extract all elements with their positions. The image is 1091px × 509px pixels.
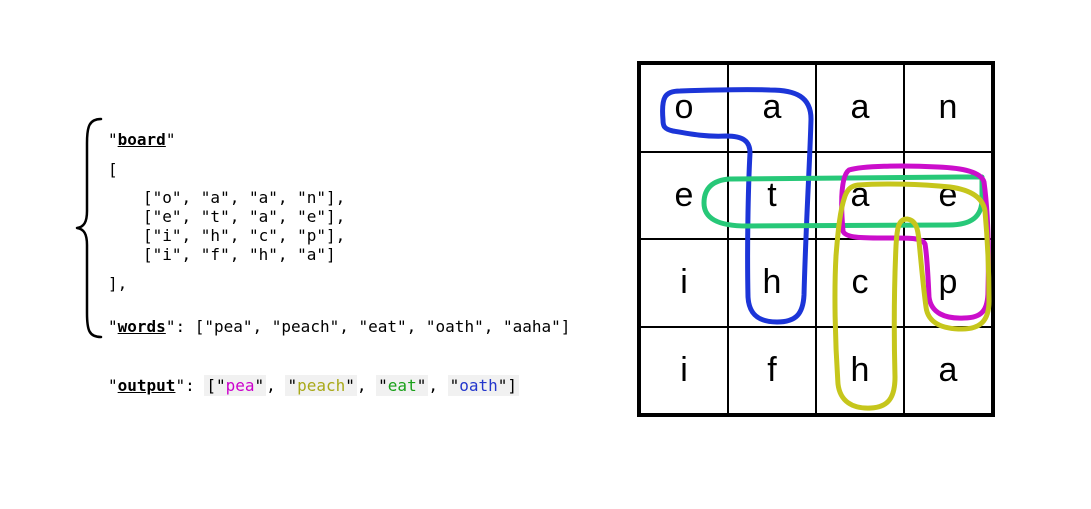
separator: , xyxy=(266,376,286,395)
quote: " xyxy=(287,376,298,395)
quote: " xyxy=(449,376,460,395)
letter-board: o a a n e t a e i h c p i f h a xyxy=(637,61,995,417)
cell-r3c2: h xyxy=(816,326,904,414)
cell-r2c0: i xyxy=(640,239,728,327)
cell-r3c0: i xyxy=(640,326,728,414)
quote: " xyxy=(165,130,176,149)
output-token-eat: "eat" xyxy=(376,375,429,396)
quote: " xyxy=(378,376,388,395)
words-key: words xyxy=(117,317,166,336)
cell-r1c0: e xyxy=(640,151,728,239)
quote: " xyxy=(345,376,355,395)
curly-brace xyxy=(75,117,103,339)
list-close-bracket: ] xyxy=(507,376,518,395)
output-token-oath: "oath"] xyxy=(447,375,520,396)
board-row-2: ["i", "h", "c", "p"], xyxy=(143,226,346,245)
output-word-eat: eat xyxy=(387,376,417,395)
cell-r0c3: n xyxy=(904,64,992,152)
quote: " xyxy=(108,317,118,336)
cell-r0c1: a xyxy=(728,64,816,152)
quote: " xyxy=(175,376,186,395)
quote: " xyxy=(108,376,118,395)
board-key-line: "board" xyxy=(108,130,175,149)
cell-r1c1: t xyxy=(728,151,816,239)
cell-r2c2: c xyxy=(816,239,904,327)
board-close-bracket: ], xyxy=(108,274,128,293)
board-row-1: ["e", "t", "a", "e"], xyxy=(143,207,346,226)
cell-r3c3: a xyxy=(904,326,992,414)
separator: , xyxy=(428,376,448,395)
output-word-peach: peach xyxy=(297,376,346,395)
quote: " xyxy=(165,317,176,336)
cell-r0c2: a xyxy=(816,64,904,152)
words-value: : ["pea", "peach", "eat", "oath", "aaha"… xyxy=(175,317,571,336)
cell-r3c1: f xyxy=(728,326,816,414)
output-line: "output": ["pea", "peach", "eat", "oath"… xyxy=(108,375,520,396)
cell-r1c2: a xyxy=(816,151,904,239)
board-row-0: ["o", "a", "a", "n"], xyxy=(143,188,346,207)
colon: : xyxy=(185,376,205,395)
output-word-pea: pea xyxy=(225,376,255,395)
words-line: "words": ["pea", "peach", "eat", "oath",… xyxy=(108,317,570,336)
output-token-peach: "peach" xyxy=(285,375,357,396)
cell-r2c1: h xyxy=(728,239,816,327)
quote: " xyxy=(215,376,226,395)
board-row-3: ["i", "f", "h", "a"] xyxy=(143,245,336,264)
quote: " xyxy=(254,376,265,395)
cell-r1c3: e xyxy=(904,151,992,239)
board-open-bracket: [ xyxy=(108,160,118,179)
cell-r2c3: p xyxy=(904,239,992,327)
output-word-oath: oath xyxy=(459,376,498,395)
cell-r0c0: o xyxy=(640,64,728,152)
quote: " xyxy=(416,376,427,395)
board-key: board xyxy=(117,130,166,149)
list-open-bracket: [ xyxy=(206,376,216,395)
output-token-pea: ["pea" xyxy=(204,375,267,396)
output-key: output xyxy=(117,376,176,395)
quote: " xyxy=(108,130,118,149)
quote: " xyxy=(497,376,508,395)
separator: , xyxy=(356,376,377,395)
